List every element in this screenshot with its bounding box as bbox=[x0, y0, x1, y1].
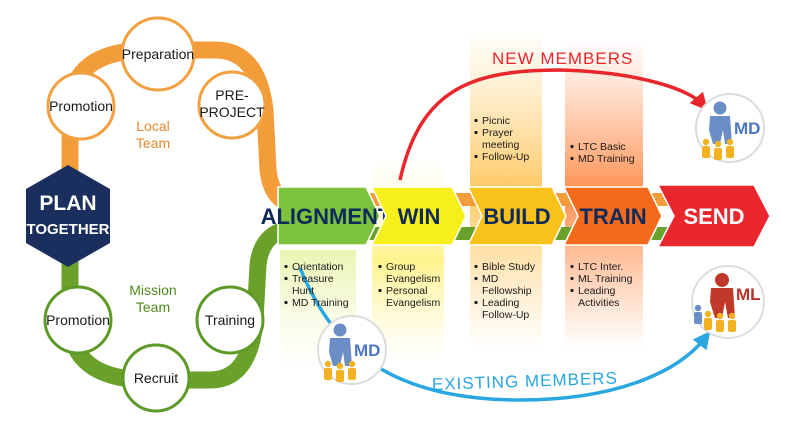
stage-win-shape bbox=[370, 186, 467, 246]
stage-train: TRAIN bbox=[562, 186, 663, 246]
stage-send-shape bbox=[656, 184, 771, 248]
svg-text:Recruit: Recruit bbox=[134, 370, 178, 386]
list-item: Treasure bbox=[292, 273, 334, 285]
new-members-label: NEW MEMBERS bbox=[492, 49, 633, 68]
bullet-dot bbox=[570, 156, 574, 161]
stage-build: BUILD bbox=[466, 186, 567, 246]
list-item: LTC Inter. bbox=[578, 261, 623, 273]
md-badge-top: MD bbox=[695, 93, 765, 163]
plan-together-hub: PLAN TOGETHER bbox=[26, 165, 110, 267]
list-item: meeting bbox=[482, 139, 520, 151]
svg-text:ML: ML bbox=[736, 285, 761, 304]
stage-win-label: WIN bbox=[398, 204, 441, 229]
stage-send-label: SEND bbox=[683, 204, 744, 229]
stage-train-shape bbox=[562, 186, 663, 246]
circle-recruit: Recruit bbox=[121, 343, 191, 413]
local-team-label-2: Team bbox=[136, 135, 170, 151]
stage-alignment: ALIGNMENT bbox=[261, 186, 392, 246]
mission-team-label-2: Team bbox=[136, 299, 170, 315]
stage-train-label: TRAIN bbox=[579, 204, 646, 229]
list-item: Bible Study bbox=[482, 261, 536, 273]
stage-alignment-label: ALIGNMENT bbox=[261, 204, 392, 229]
bullet-dot bbox=[474, 264, 478, 269]
list-item: MD bbox=[482, 273, 499, 285]
ml-badge-right: ML bbox=[691, 265, 765, 339]
list-item: Group bbox=[386, 261, 415, 273]
bullet-dot bbox=[570, 288, 574, 293]
svg-text:Promotion: Promotion bbox=[46, 312, 110, 328]
svg-text:TOGETHER: TOGETHER bbox=[26, 221, 109, 238]
bullet-dot bbox=[474, 130, 478, 135]
stage-alignment-shape bbox=[277, 186, 381, 246]
bullet-dot bbox=[378, 264, 382, 269]
bullet-dot bbox=[570, 276, 574, 281]
local-team-label: Local bbox=[136, 118, 169, 134]
bullet-dot bbox=[474, 300, 478, 305]
circle-training: Training bbox=[195, 285, 265, 355]
list-item: Evangelism bbox=[386, 273, 441, 285]
list-item: Orientation bbox=[292, 261, 344, 273]
svg-text:Preparation: Preparation bbox=[122, 46, 194, 62]
circle-promotion-local: Promotion bbox=[46, 71, 116, 141]
existing-members-label: EXISTING MEMBERS bbox=[432, 369, 619, 394]
list-item: MD Training bbox=[578, 153, 635, 165]
list-item: ML Training bbox=[578, 273, 633, 285]
svg-text:PRE-: PRE- bbox=[215, 87, 249, 103]
svg-text:MD: MD bbox=[354, 341, 380, 360]
list-item: Leading bbox=[482, 297, 520, 309]
mission-team-loop bbox=[61, 219, 301, 389]
bullet-dot bbox=[474, 118, 478, 123]
list-item: Fellowship bbox=[482, 285, 532, 297]
list-item: Follow-Up bbox=[482, 151, 529, 163]
person-icon bbox=[715, 273, 729, 287]
list-item: MD Training bbox=[292, 297, 349, 309]
list-item: Follow-Up bbox=[482, 309, 529, 321]
list-item: Picnic bbox=[482, 115, 510, 127]
list-item: Personal bbox=[386, 285, 427, 297]
list-item: Leading bbox=[578, 285, 616, 297]
bullet-dot bbox=[570, 264, 574, 269]
bullet-dot bbox=[378, 288, 382, 293]
svg-text:PROJECT: PROJECT bbox=[199, 104, 265, 120]
stage-win: WIN bbox=[370, 186, 467, 246]
bullet-dot bbox=[284, 276, 288, 281]
new-members-arc bbox=[398, 68, 708, 181]
bullet-dot bbox=[570, 144, 574, 149]
bullet-dot bbox=[474, 154, 478, 159]
circle-pre-project: PRE- PROJECT bbox=[197, 70, 267, 140]
bullet-dot bbox=[284, 264, 288, 269]
list-item: Evangelism bbox=[386, 297, 441, 309]
md-badge-bottom: MD bbox=[317, 315, 387, 385]
circle-promotion-mission: Promotion bbox=[43, 285, 113, 355]
svg-text:Training: Training bbox=[205, 312, 255, 328]
bullet-dot bbox=[474, 276, 478, 281]
stage-build-shape bbox=[466, 186, 567, 246]
list-item: LTC Basic bbox=[578, 141, 626, 153]
list-item: Activities bbox=[578, 297, 619, 309]
stage-send: SEND bbox=[656, 184, 771, 248]
svg-text:Promotion: Promotion bbox=[49, 98, 113, 114]
list-item: Hunt bbox=[292, 285, 314, 297]
circle-preparation: Preparation bbox=[120, 16, 196, 92]
list-item: Prayer bbox=[482, 127, 513, 139]
person-icon bbox=[333, 323, 347, 337]
stage-build-label: BUILD bbox=[483, 204, 550, 229]
svg-text:MD: MD bbox=[734, 119, 760, 138]
person-icon bbox=[713, 101, 727, 115]
bullet-dot bbox=[284, 300, 288, 305]
mission-team-label: Mission bbox=[129, 282, 176, 298]
svg-text:PLAN: PLAN bbox=[39, 192, 96, 215]
